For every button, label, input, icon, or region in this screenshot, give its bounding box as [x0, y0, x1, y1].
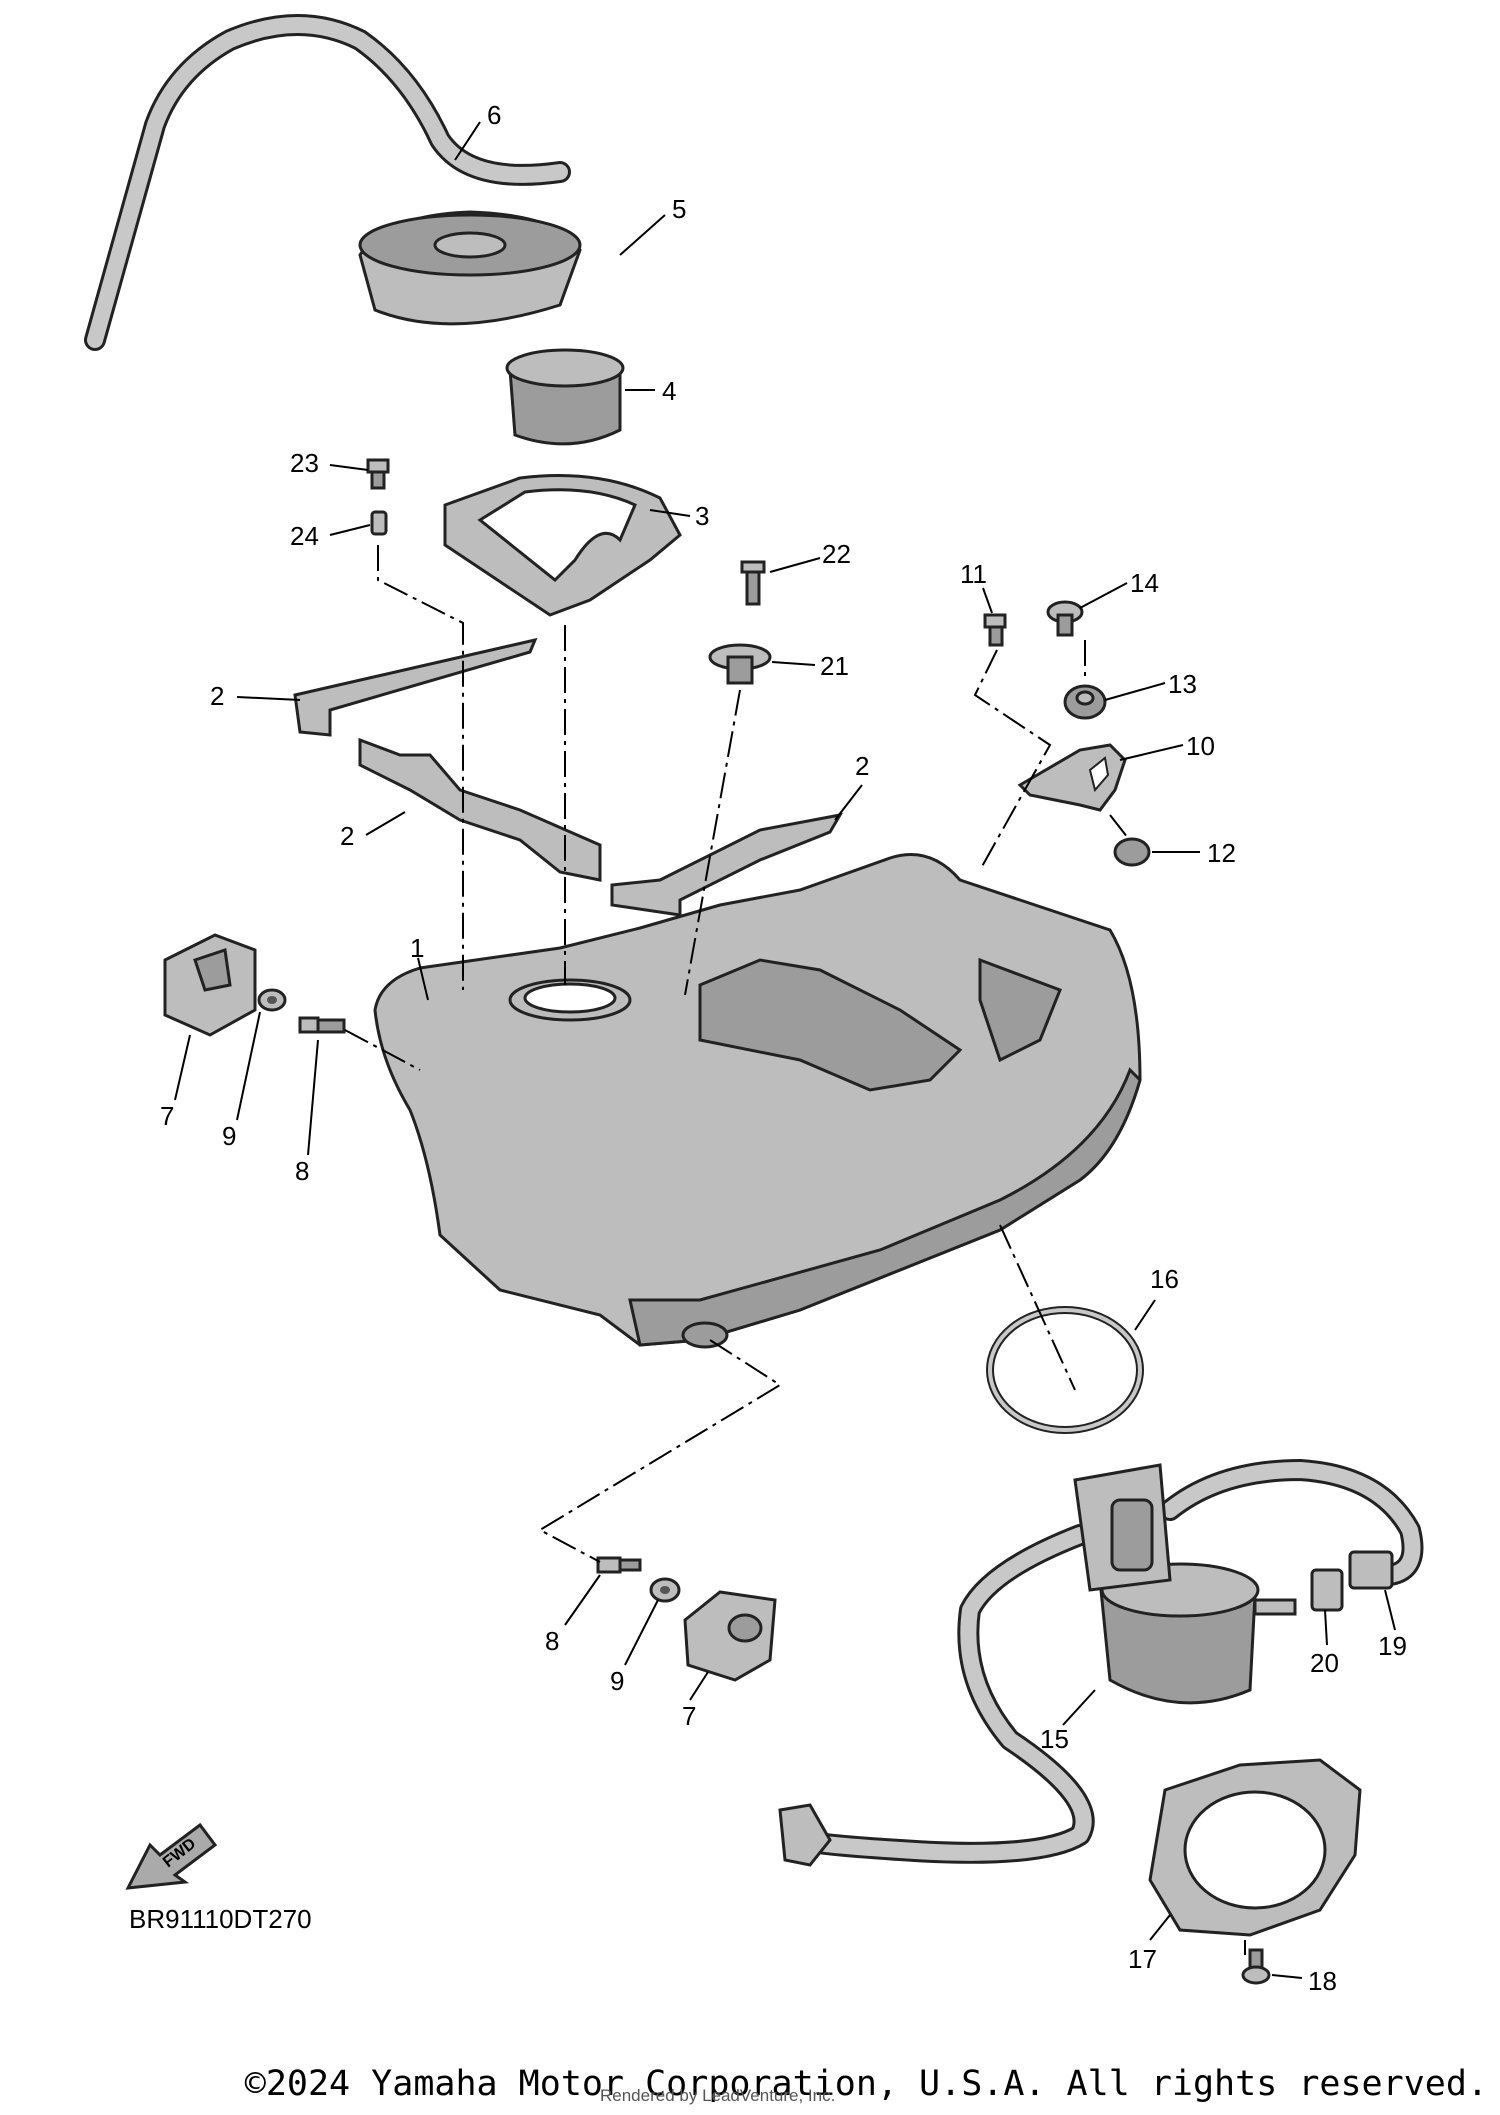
callout-3: 3: [695, 501, 709, 531]
bolt-23-part: [366, 458, 390, 490]
callout-21: 21: [820, 651, 849, 681]
callout-20: 20: [1310, 1648, 1339, 1678]
collar-24-part: [370, 510, 388, 536]
callout-2c: 2: [855, 751, 869, 781]
callout-18: 18: [1308, 1966, 1337, 1996]
mount-7a-part: [163, 933, 257, 1037]
clip-20-part: [1310, 1568, 1344, 1612]
callouts: 6 5 4 3 23 24 2 2 2 22 21 11 14 13 10 12…: [160, 100, 1407, 1996]
callout-6: 6: [487, 100, 501, 130]
copyright-notice: ©2024 Yamaha Motor Corporation, U.S.A. A…: [244, 2064, 1488, 2104]
o-ring-16-part: [986, 1306, 1144, 1434]
connector-19-part: [1348, 1550, 1394, 1590]
filler-bracket-part: [443, 474, 682, 617]
bracket-10-part: [1017, 743, 1127, 812]
callout-23: 23: [290, 448, 319, 478]
fwd-arrow-icon: FWD: [125, 1822, 218, 1890]
bolt-8b-part: [596, 1556, 642, 1574]
washer-9a-part: [257, 988, 287, 1012]
callout-9b: 9: [610, 1666, 624, 1696]
callout-1: 1: [410, 933, 424, 963]
assembly-lines: [344, 545, 1246, 1955]
nut-13-part: [1063, 684, 1107, 720]
nut-12-part: [1113, 837, 1151, 867]
bolt-8a-part: [298, 1016, 346, 1034]
callout-12: 12: [1207, 838, 1236, 868]
filler-neck-part: [505, 348, 625, 446]
breather-hose-part: [84, 14, 571, 351]
fuel-tank-part: [373, 853, 1142, 1349]
callout-2b: 2: [340, 821, 354, 851]
leader-lines: [174, 121, 1396, 1979]
bolt-22-part: [740, 560, 766, 606]
callout-2a: 2: [210, 681, 224, 711]
callout-7b: 7: [682, 1701, 696, 1731]
callout-10: 10: [1186, 731, 1215, 761]
fuel-cap-part: [358, 210, 582, 326]
screw-18-part: [1241, 1948, 1271, 1985]
callout-11: 11: [960, 559, 987, 589]
callout-17: 17: [1128, 1944, 1157, 1974]
diagram-code: BR91110DT270: [129, 1904, 312, 1934]
ring-17-part: [1148, 1758, 1362, 1937]
rendered-by-notice: Rendered by LeadVenture, Inc.: [600, 2086, 836, 2105]
grommet-21-part: [708, 643, 772, 685]
damper-2a-part: [293, 637, 538, 737]
callout-15: 15: [1040, 1724, 1069, 1754]
callout-8b: 8: [545, 1626, 559, 1656]
damper-2b-part: [358, 737, 602, 882]
callout-8a: 8: [295, 1156, 309, 1186]
mount-7b-part: [683, 1590, 777, 1682]
callout-9a: 9: [222, 1121, 236, 1151]
callout-24: 24: [290, 521, 319, 551]
fuel-pump-15-part: [778, 1459, 1424, 1867]
bolt-14-part: [1046, 600, 1084, 637]
washer-9b-part: [649, 1577, 681, 1603]
callout-19: 19: [1378, 1631, 1407, 1661]
callout-14: 14: [1130, 568, 1159, 598]
callout-22: 22: [822, 539, 851, 569]
callout-7a: 7: [160, 1101, 174, 1131]
callout-13: 13: [1168, 669, 1197, 699]
callout-4: 4: [662, 376, 676, 406]
callout-5: 5: [672, 194, 686, 224]
callout-16: 16: [1150, 1264, 1179, 1294]
damper-2c-part: [610, 812, 843, 917]
bolt-11-part: [983, 613, 1007, 647]
